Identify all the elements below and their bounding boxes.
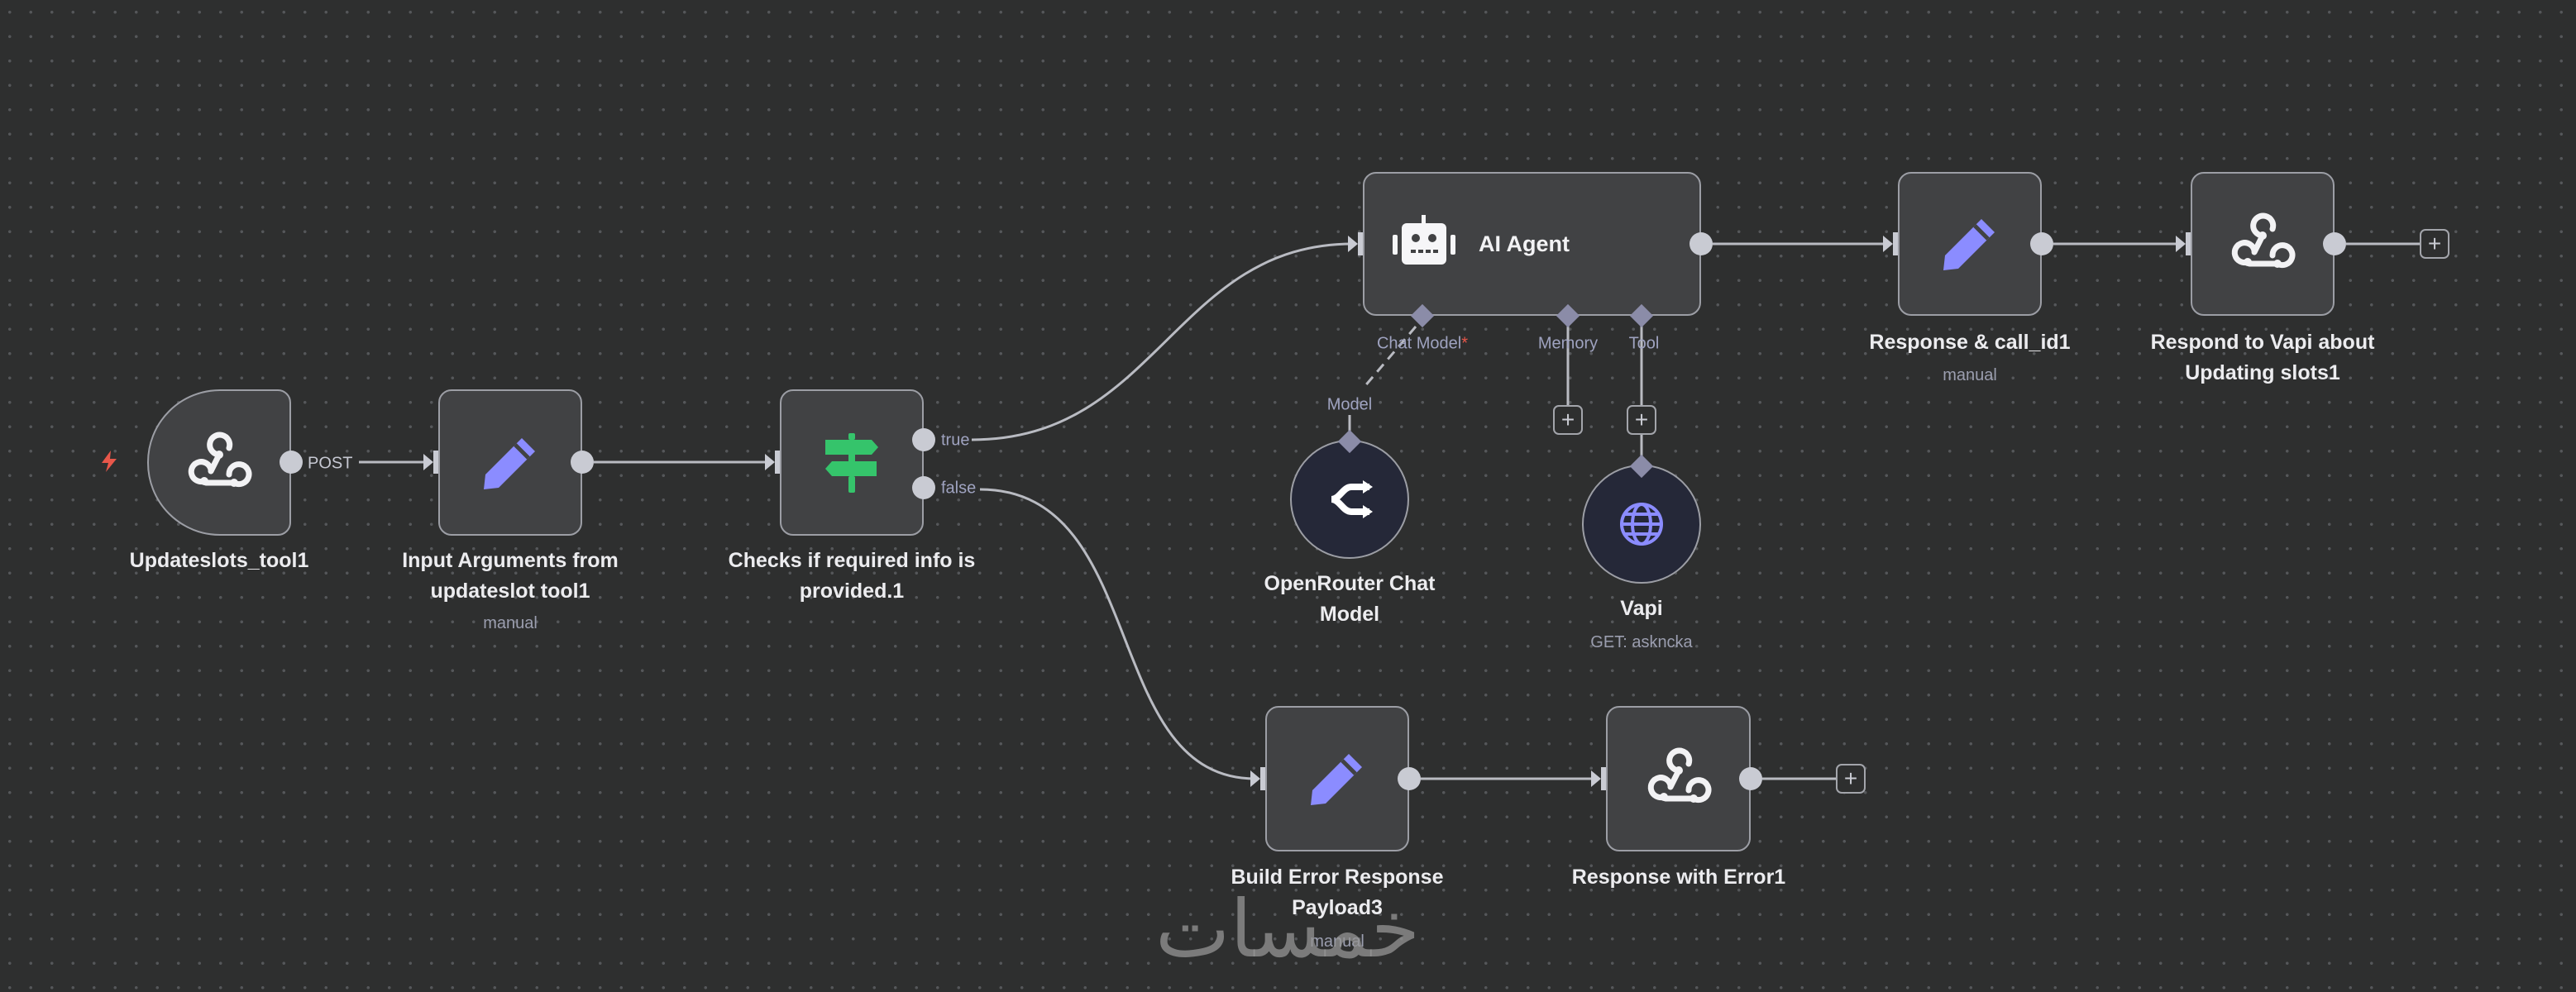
- add-memory-button[interactable]: +: [1553, 405, 1583, 435]
- robot-icon: [1393, 215, 1455, 265]
- node-label: Checks if required info is provided.1: [729, 546, 976, 607]
- add-node-button[interactable]: +: [1836, 764, 1866, 794]
- node-subtitle: manual: [1943, 366, 1997, 384]
- node-label: Response & call_id1: [1869, 331, 2071, 354]
- node-response-call-id1[interactable]: [1898, 172, 2042, 316]
- edge-checks-false-to-build-error[interactable]: [979, 488, 1256, 780]
- node-label-line2: provided.1: [799, 579, 905, 603]
- arrow-head: [423, 454, 433, 470]
- arrow-head: [2176, 236, 2186, 252]
- node-ai-agent[interactable]: AI Agent: [1363, 172, 1701, 316]
- pencil-icon: [1311, 754, 1362, 805]
- pencil-icon: [484, 437, 535, 489]
- node-label-line1: Build Error Response: [1231, 866, 1444, 889]
- output-handle-true[interactable]: [912, 428, 935, 451]
- output-handle[interactable]: [2323, 232, 2346, 255]
- node-label-line2: Updating slots1: [2185, 361, 2340, 384]
- node-vapi[interactable]: [1582, 465, 1701, 584]
- openrouter-icon: [1331, 480, 1373, 518]
- arrow-head: [1883, 236, 1893, 252]
- node-label-line1: Checks if required info is: [728, 549, 976, 572]
- output-handle[interactable]: [280, 451, 303, 474]
- edge-chat-model-to-openrouter[interactable]: [1361, 326, 1417, 389]
- node-label-line1: Respond to Vapi about: [2150, 331, 2375, 354]
- webhook-icon: [2231, 212, 2296, 269]
- webhook-icon: [188, 432, 252, 487]
- node-checks-required-info[interactable]: [780, 389, 924, 536]
- node-build-error-response[interactable]: [1265, 706, 1409, 851]
- node-label-line2: Payload3: [1292, 896, 1383, 919]
- trigger-bolt-icon: [102, 451, 117, 472]
- node-response-with-error1[interactable]: [1606, 706, 1751, 851]
- node-subtitle: manual: [1310, 932, 1364, 951]
- node-subtitle: manual: [483, 614, 538, 632]
- watermark: خمسات: [1154, 883, 1421, 975]
- arrow-head: [1348, 236, 1358, 252]
- edge-checks-true-to-ai-agent[interactable]: [971, 242, 1354, 441]
- output-handle[interactable]: [571, 451, 594, 474]
- port-label-text: Chat Model: [1376, 334, 1462, 353]
- node-label: Input Arguments from updateslot tool1: [402, 546, 619, 607]
- output-handle-false[interactable]: [912, 476, 935, 499]
- arrow-head: [1250, 770, 1260, 787]
- pencil-icon: [1943, 219, 1995, 270]
- node-label: Build Error Response Payload3: [1231, 862, 1444, 923]
- node-respond-to-vapi[interactable]: [2191, 172, 2335, 316]
- node-label-line1: Input Arguments from: [402, 549, 619, 572]
- output-label-false: false: [941, 479, 977, 498]
- node-label-line2: updateslot tool1: [430, 579, 590, 603]
- port-label-model: Model: [1326, 395, 1373, 414]
- node-updateslots-tool1[interactable]: [147, 389, 291, 536]
- port-label-tool: Tool: [1628, 334, 1660, 353]
- webhook-icon: [1647, 747, 1711, 804]
- node-label: Updateslots_tool1: [129, 549, 309, 572]
- node-title: AI Agent: [1479, 231, 1570, 256]
- arrow-head: [765, 454, 775, 470]
- node-label-line2: Model: [1319, 603, 1380, 626]
- node-label-line1: OpenRouter Chat: [1264, 572, 1436, 595]
- node-label: Vapi: [1620, 597, 1663, 620]
- output-handle[interactable]: [1739, 767, 1762, 790]
- output-handle[interactable]: [1689, 232, 1713, 255]
- node-subtitle: GET: askncka: [1590, 633, 1693, 651]
- add-node-button[interactable]: +: [2420, 229, 2449, 259]
- add-tool-button[interactable]: +: [1627, 405, 1656, 435]
- node-input-arguments[interactable]: [438, 389, 582, 536]
- node-label: Response with Error1: [1571, 866, 1786, 889]
- arrow-head: [1591, 770, 1601, 787]
- output-label-true: true: [941, 431, 970, 450]
- node-openrouter-chat-model[interactable]: [1290, 440, 1409, 559]
- output-handle[interactable]: [1398, 767, 1421, 790]
- node-label: OpenRouter Chat Model: [1264, 569, 1436, 630]
- node-label: Respond to Vapi about Updating slots1: [2151, 327, 2375, 389]
- signpost-icon: [825, 432, 878, 493]
- output-handle[interactable]: [2030, 232, 2053, 255]
- globe-icon: [1620, 503, 1663, 546]
- port-label-chat-model: Chat Model*: [1377, 335, 1468, 354]
- output-label-post: POST: [308, 454, 353, 473]
- required-mark: *: [1461, 334, 1469, 353]
- port-label-memory: Memory: [1537, 334, 1599, 353]
